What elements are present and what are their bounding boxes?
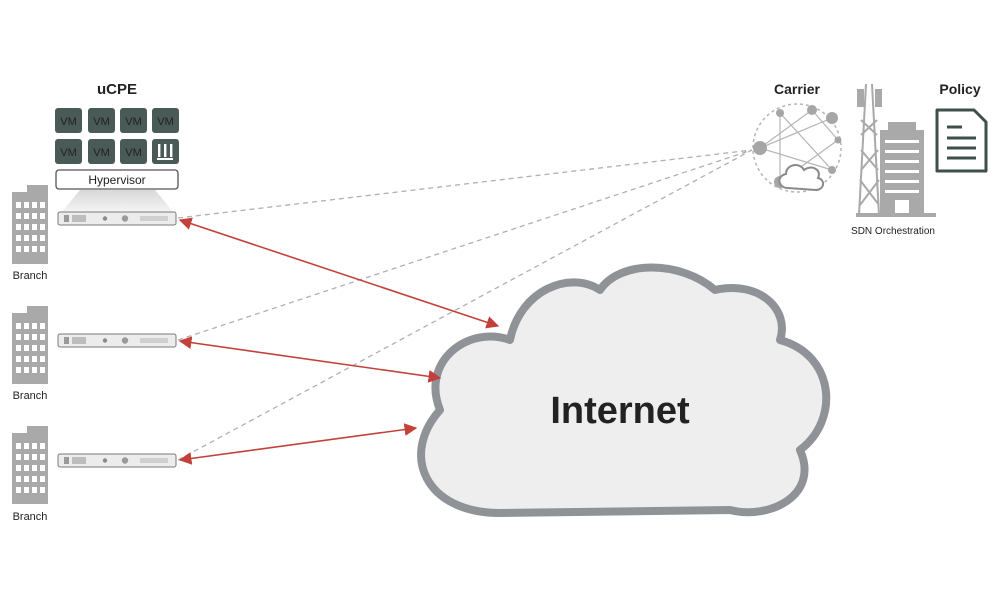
carrier-network: Carrier: [752, 81, 842, 193]
sdn-orchestration-label: SDN Orchestration: [851, 226, 935, 237]
branch-1: Branch: [12, 185, 177, 282]
server-appliance: [57, 453, 177, 468]
policy-label: Policy: [939, 81, 980, 97]
ucpe-title: uCPE: [97, 81, 137, 98]
cell-tower-icon: [857, 83, 882, 216]
branch-label: Branch: [13, 270, 48, 282]
office-building-icon: [856, 122, 936, 217]
building-icon: [12, 426, 48, 504]
svg-text:VM: VM: [157, 116, 174, 128]
vm-tile: VM: [152, 108, 179, 133]
hypervisor-label: Hypervisor: [88, 173, 145, 187]
branch-3: Branch: [12, 426, 177, 523]
ucpe-block: uCPE VM VM VM VM VM: [55, 81, 179, 214]
vm-tile: VM: [55, 139, 82, 164]
svg-text:VM: VM: [60, 147, 77, 159]
dashed-link-1: [177, 149, 753, 219]
internet-label: Internet: [550, 390, 690, 432]
projection-beam: [60, 190, 175, 214]
link-branch-1: [178, 217, 500, 329]
server-appliance: [57, 333, 177, 348]
vm-tile: VM: [88, 108, 115, 133]
branch-label: Branch: [13, 511, 48, 523]
svg-text:VM: VM: [60, 116, 77, 128]
hypervisor-bar: Hypervisor: [55, 169, 179, 190]
vm-tile: VM: [55, 108, 82, 133]
vm-grid: VM VM VM VM VM VM: [55, 108, 179, 164]
svg-text:VM: VM: [93, 147, 110, 159]
internet-cloud: Internet: [417, 263, 831, 517]
building-icon: [12, 185, 48, 264]
vm-tile: VM: [88, 139, 115, 164]
vm-tile: VM: [120, 139, 147, 164]
policy-block: Policy: [935, 81, 988, 173]
server-appliance: [57, 211, 177, 226]
branch-2: Branch: [12, 306, 177, 402]
link-branch-2: [178, 336, 442, 383]
carrier-label: Carrier: [774, 81, 820, 97]
svg-text:VM: VM: [93, 116, 110, 128]
document-icon: [935, 108, 988, 173]
svg-text:VM: VM: [125, 116, 142, 128]
building-icon: [12, 306, 48, 384]
vm-tile: VM: [120, 108, 147, 133]
bars-icon: [152, 139, 179, 164]
link-branch-3: [178, 423, 418, 465]
svg-text:VM: VM: [125, 147, 142, 159]
branch-label: Branch: [13, 390, 48, 402]
small-cloud-icon: [778, 164, 824, 192]
internet-links: [178, 217, 500, 465]
